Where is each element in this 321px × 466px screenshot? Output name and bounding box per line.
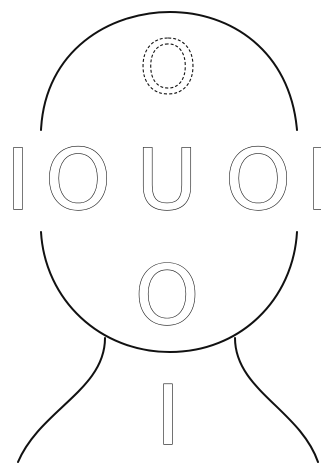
top-letter-dashed: O (139, 25, 197, 111)
neck-letter: I (156, 369, 180, 464)
row-letter-5: I (306, 131, 321, 229)
row-letter-1: I (6, 131, 31, 229)
neck-right-line (235, 338, 318, 462)
row-letter-3: U (136, 131, 197, 229)
row-letter-2: O (45, 131, 111, 229)
middle-letter: O (135, 249, 200, 344)
neck-left-line (18, 338, 105, 462)
row-letter-4: O (225, 131, 291, 229)
